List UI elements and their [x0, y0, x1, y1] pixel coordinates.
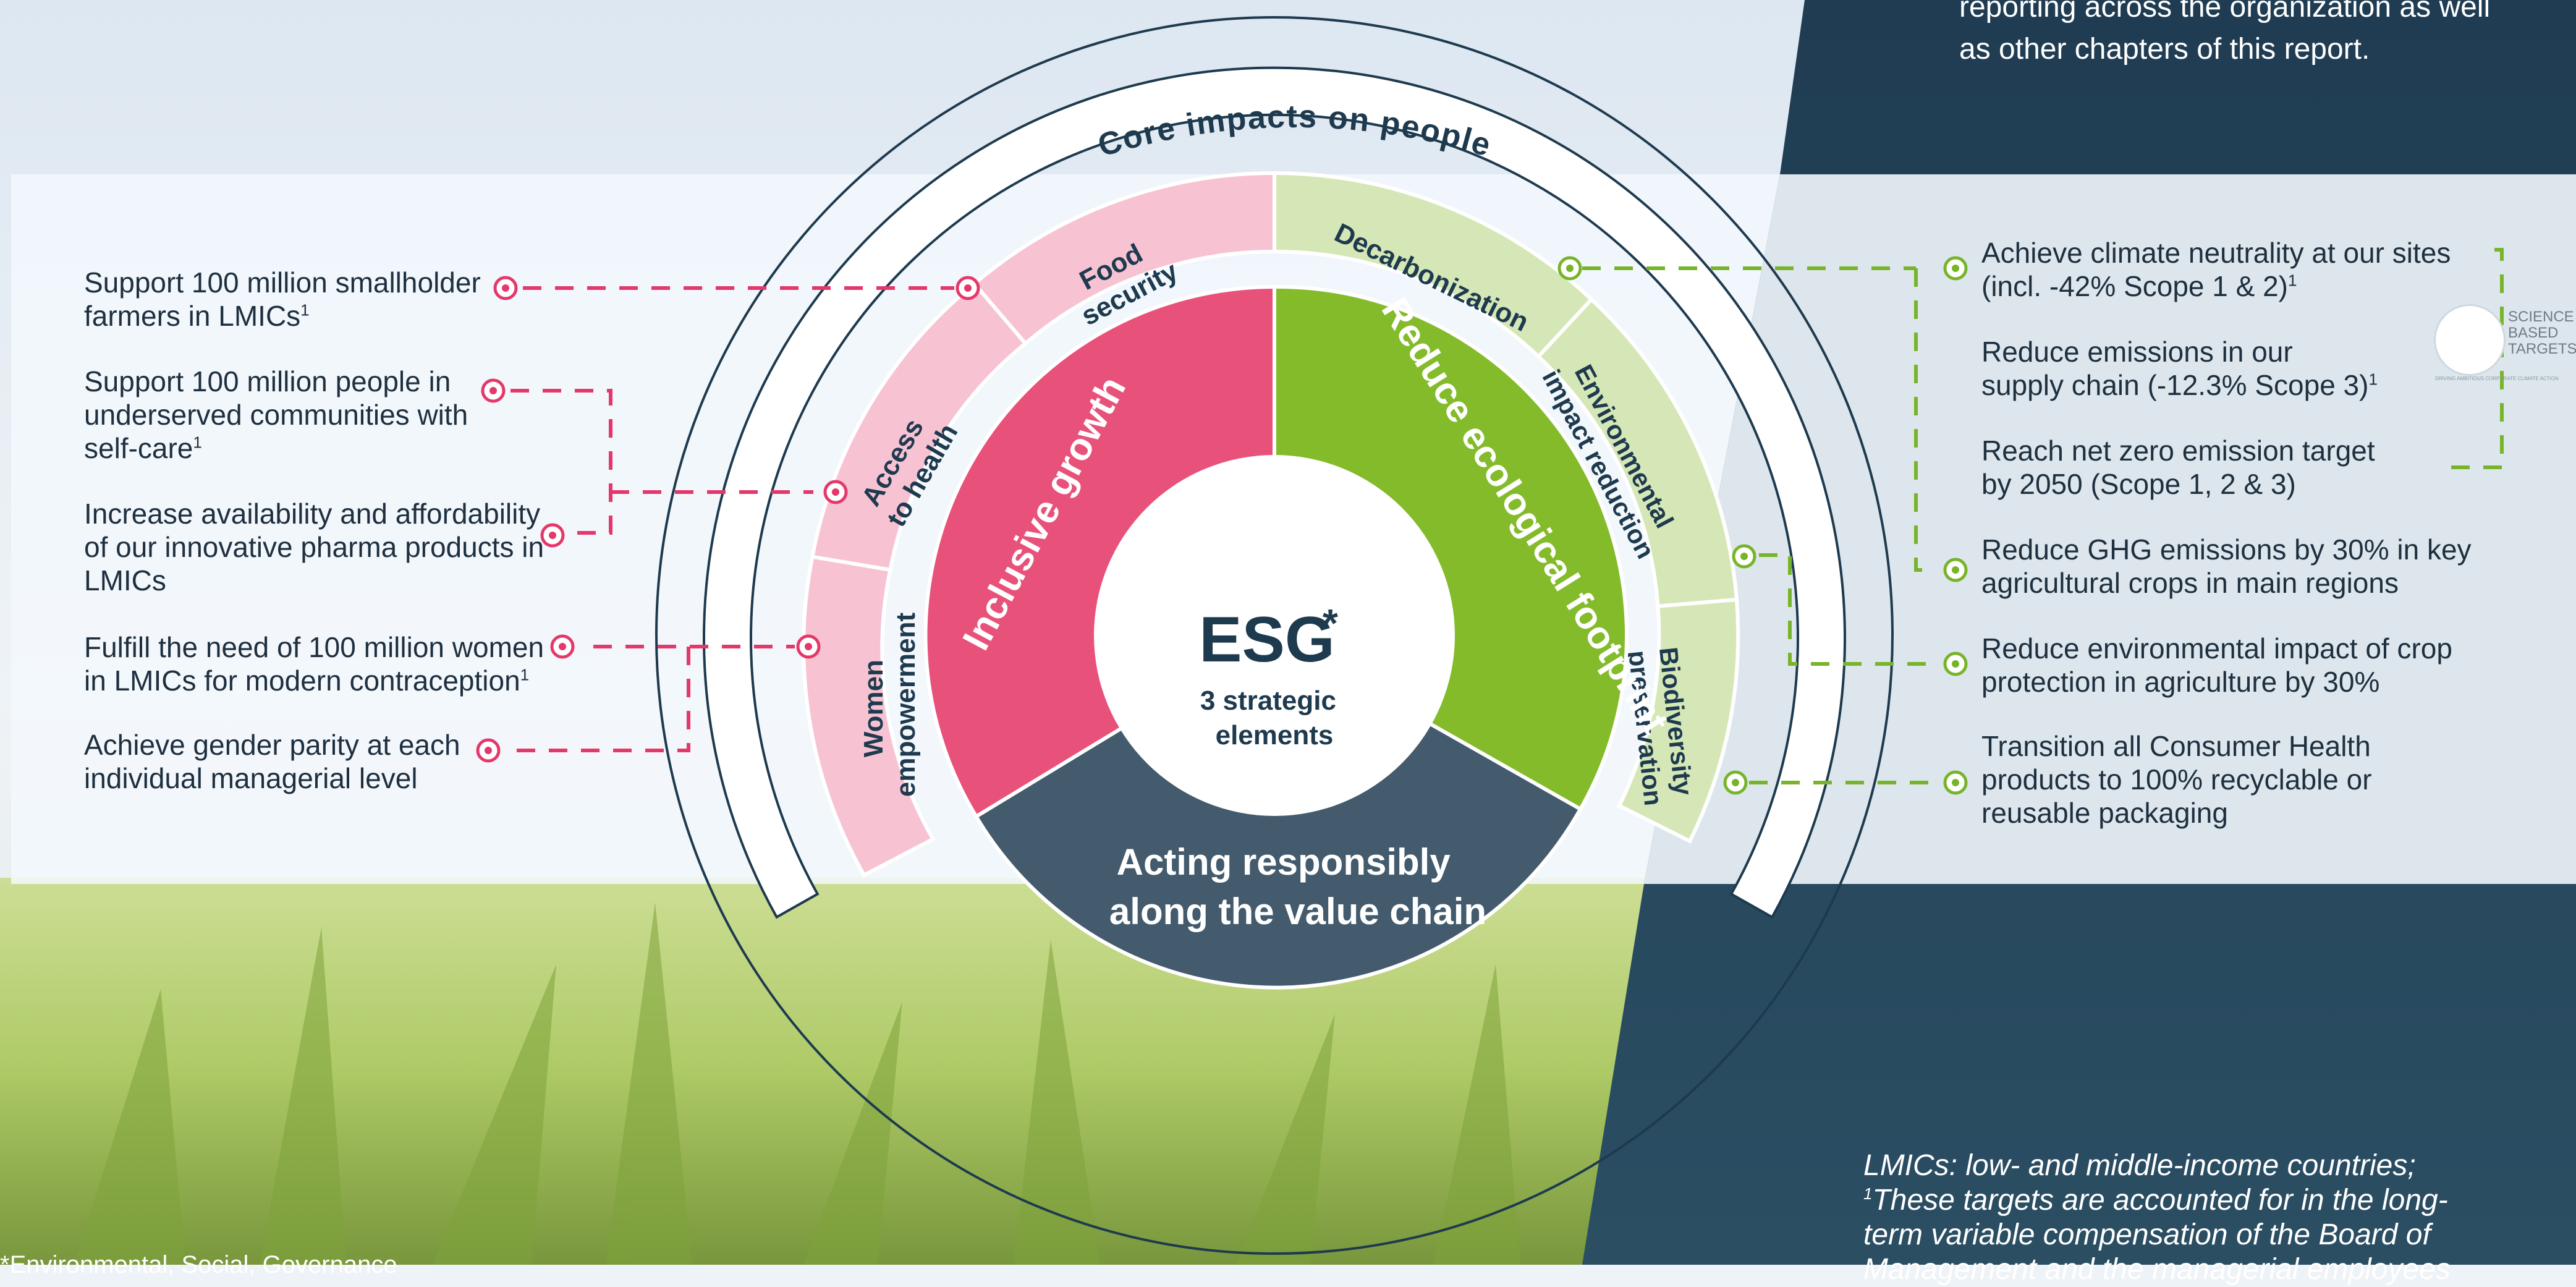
sbt-badge-text: SCIENCE BASED TARGETS [2508, 308, 2576, 357]
navy-light-panel [1644, 174, 2576, 884]
pink-connectors [511, 286, 954, 752]
right-target-4: Reduce GHG emissions by 30% in key agric… [1981, 533, 2472, 599]
access-to-health-segment: Access to health [810, 281, 1028, 572]
footnote: LMICs: low- and middle-income countries;… [1863, 1149, 2451, 1286]
top-right-text: reporting across the organization as wel… [1959, 0, 2491, 66]
outer-ring [655, 16, 1894, 1255]
right-target-1: Achieve climate neutrality at our sites … [1981, 237, 2451, 302]
bottom-left-footnote: *Environmental, Social, Governance [0, 1251, 397, 1278]
pink-target-markers [476, 276, 980, 763]
core-impacts-ring [703, 66, 1846, 919]
green-target-markers [1557, 256, 1968, 795]
right-target-6: Transition all Consumer Health products … [1981, 730, 2372, 829]
left-target-4: Fulfill the need of 100 million women in… [84, 631, 544, 697]
food-security-segment: Food security [972, 171, 1276, 346]
left-target-5: Achieve gender parity at each individual… [84, 729, 460, 794]
center-circle [1094, 455, 1455, 816]
center-subtitle: 3 strategic elements [1200, 686, 1344, 750]
grass-blades [74, 903, 1520, 1265]
left-target-2: Support 100 million people in underserve… [84, 365, 468, 464]
center-title: ESG [1199, 604, 1335, 676]
acting-responsibly-label: Acting responsibly along the value chain [1109, 841, 1486, 932]
left-target-3: Increase availability and affordability … [84, 498, 544, 597]
center-asterisk: * [1323, 601, 1338, 645]
right-target-2: Reduce emissions in our supply chain (-1… [1981, 336, 2378, 401]
right-target-5: Reduce environmental impact of crop prot… [1981, 632, 2452, 698]
women-empowerment-label: Women empowerment [858, 613, 921, 797]
sbt-badge-tagline: DRIVING AMBITIOUS CORPORATE CLIMATE ACTI… [2435, 376, 2559, 381]
sbt-badge-circle [2434, 304, 2506, 376]
right-target-3: Reach net zero emission target by 2050 (… [1981, 435, 2375, 500]
left-target-1: Support 100 million smallholder farmers … [84, 266, 481, 332]
women-empowerment-segment: Women empowerment [802, 554, 936, 878]
biodiversity-segment: Biodiversity preservation [1616, 597, 1740, 844]
green-connectors [1582, 248, 2504, 784]
